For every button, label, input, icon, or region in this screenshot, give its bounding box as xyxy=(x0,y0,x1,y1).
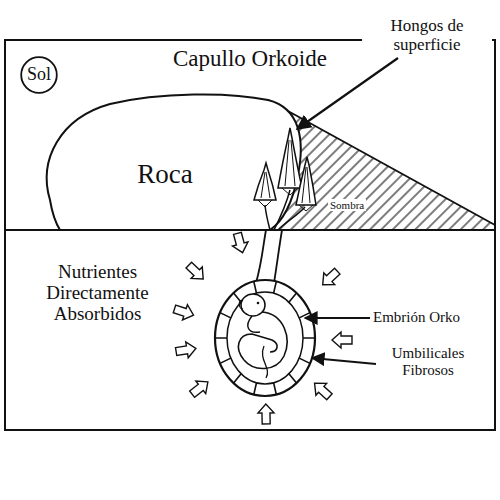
node-label: Roca xyxy=(120,160,210,190)
embryo-legs xyxy=(238,334,277,360)
cocoon-neck xyxy=(256,230,282,283)
callout-label: Umbilicales Fibrosos xyxy=(378,345,478,378)
cocoon-inner xyxy=(227,292,303,384)
frame-border xyxy=(5,40,495,430)
node-label: Sombra xyxy=(328,199,366,211)
nutrient-arrow xyxy=(175,341,197,360)
embryo-arm xyxy=(248,316,260,332)
callout-label: Embrión Orko xyxy=(373,309,460,326)
embryo-cord xyxy=(262,346,267,378)
nutrient-arrow xyxy=(317,265,343,290)
shadow-edge xyxy=(268,100,495,225)
nutrient-arrow xyxy=(183,259,209,284)
embryo-head xyxy=(241,294,265,316)
rock-outline xyxy=(47,94,301,230)
embryo-body xyxy=(244,312,287,369)
nutrient-arrow xyxy=(309,377,335,402)
shadow-hatch xyxy=(258,100,495,230)
callout-label: Hongos de superficie xyxy=(362,17,492,54)
pointer-line xyxy=(312,358,376,364)
callout-label: Nutrientes Directamente Absorbidos xyxy=(30,262,165,325)
node-label: Sol xyxy=(20,65,58,85)
nutrient-arrow xyxy=(187,376,213,401)
pointer-line xyxy=(305,317,370,319)
umbilical-fibers xyxy=(215,282,315,395)
sun-circle: Sol xyxy=(20,56,58,94)
nutrient-arrow xyxy=(230,231,251,254)
embryo-ear xyxy=(239,300,243,309)
cocoon-outer xyxy=(215,280,315,396)
nutrient-arrow xyxy=(332,332,352,348)
embryo-eye xyxy=(257,302,260,305)
nutrient-arrow xyxy=(172,301,196,322)
rock-shape: Roca xyxy=(35,88,310,233)
nutrient-arrow xyxy=(258,404,274,424)
